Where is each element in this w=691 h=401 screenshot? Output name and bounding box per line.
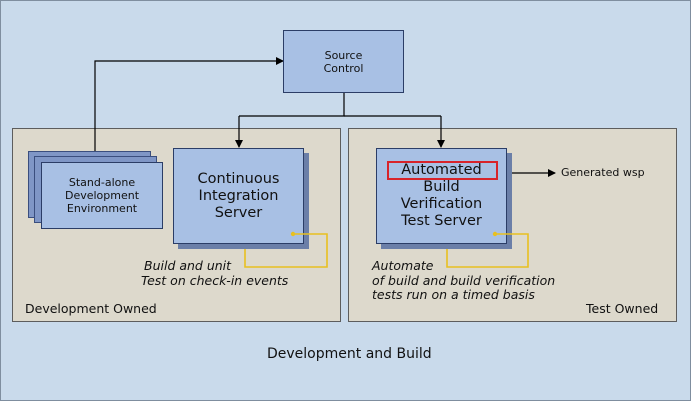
bvt-server-line3: Verification [400, 196, 483, 212]
standalone-line2: Development [64, 189, 140, 202]
ci-note: Build and unit Test on check-in events [141, 258, 289, 288]
automated-highlight-box [387, 161, 498, 180]
bvt-note-line1: Automate [372, 258, 434, 273]
ci-note-line2: Test on check-in events [141, 272, 289, 288]
standalone-to-source-arrow [94, 57, 284, 151]
test-owned-label: Test Owned [586, 301, 659, 316]
bvt-note-line2: of build and build verification [372, 272, 556, 288]
bvt-note-line3: tests run on a timed basis [372, 287, 535, 302]
bvt-server-box: Automated Build Verification Test Server [376, 148, 507, 244]
ci-server-line3: Server [214, 204, 263, 221]
generated-wsp-label: Generated wsp [561, 166, 645, 179]
bvt-server-line1: Automated [401, 162, 482, 178]
standalone-line1: Stand-alone [68, 176, 136, 189]
diagram-caption: Development and Build [267, 346, 432, 362]
bvt-server-line4: Test Server [401, 213, 482, 229]
bvt-feedback-start-dot [492, 231, 498, 237]
bvt-server-line2: Build [423, 179, 460, 195]
ci-server-line1: Continuous [197, 170, 280, 187]
standalone-environment-box: Stand-alone Development Environment [41, 162, 163, 229]
bvt-feedback-loop [446, 233, 529, 268]
ci-feedback-start-dot [290, 231, 296, 237]
source-control-line2: Control [323, 61, 364, 75]
source-control-box: Source Control [283, 30, 404, 93]
source-control-line1: Source [324, 48, 363, 62]
development-owned-label: Development Owned [25, 301, 157, 316]
ci-server-line2: Integration [198, 187, 279, 204]
standalone-line3: Environment [66, 202, 138, 215]
ci-server-box: Continuous Integration Server [173, 148, 304, 244]
ci-feedback-loop [244, 233, 328, 268]
ci-note-line1: Build and unit [144, 258, 232, 273]
bvt-note: Automate of build and build verification… [372, 258, 556, 303]
